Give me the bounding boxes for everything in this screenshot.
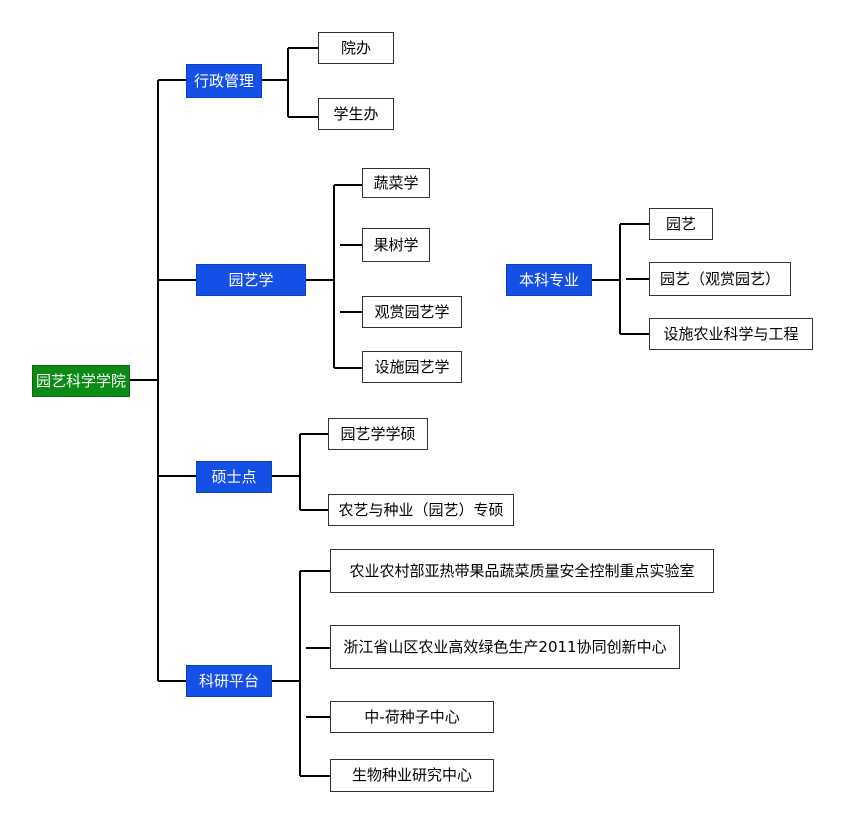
leaf-key-lab: 农业农村部亚热带果品蔬菜质量安全控制重点实验室 [330,549,714,593]
leaf-dean-office: 院办 [318,32,394,64]
leaf-academic-master: 园艺学学硕 [328,418,428,450]
category-masters: 硕士点 [196,461,272,493]
leaf-major-ornamental: 园艺（观赏园艺） [649,262,791,296]
leaf-major-facility-agriculture: 设施农业科学与工程 [649,318,813,350]
leaf-innovation-center: 浙江省山区农业高效绿色生产2011协同创新中心 [330,625,680,669]
category-undergrad: 本科专业 [506,264,592,296]
category-research: 科研平台 [186,665,272,697]
leaf-seed-center: 中-荷种子中心 [330,701,494,733]
category-horticulture: 园艺学 [196,264,306,296]
leaf-fruit-tree: 果树学 [362,228,430,262]
leaf-vegetable: 蔬菜学 [362,168,430,198]
leaf-ornamental: 观赏园艺学 [362,296,462,328]
leaf-bio-breeding-center: 生物种业研究中心 [330,759,494,792]
root-node: 园艺科学学院 [32,365,130,397]
leaf-major-horticulture: 园艺 [649,208,713,240]
leaf-professional-master: 农艺与种业（园艺）专硕 [328,494,514,526]
leaf-student-office: 学生办 [318,98,394,130]
leaf-facility-horticulture: 设施园艺学 [362,351,462,383]
category-admin: 行政管理 [186,64,262,98]
